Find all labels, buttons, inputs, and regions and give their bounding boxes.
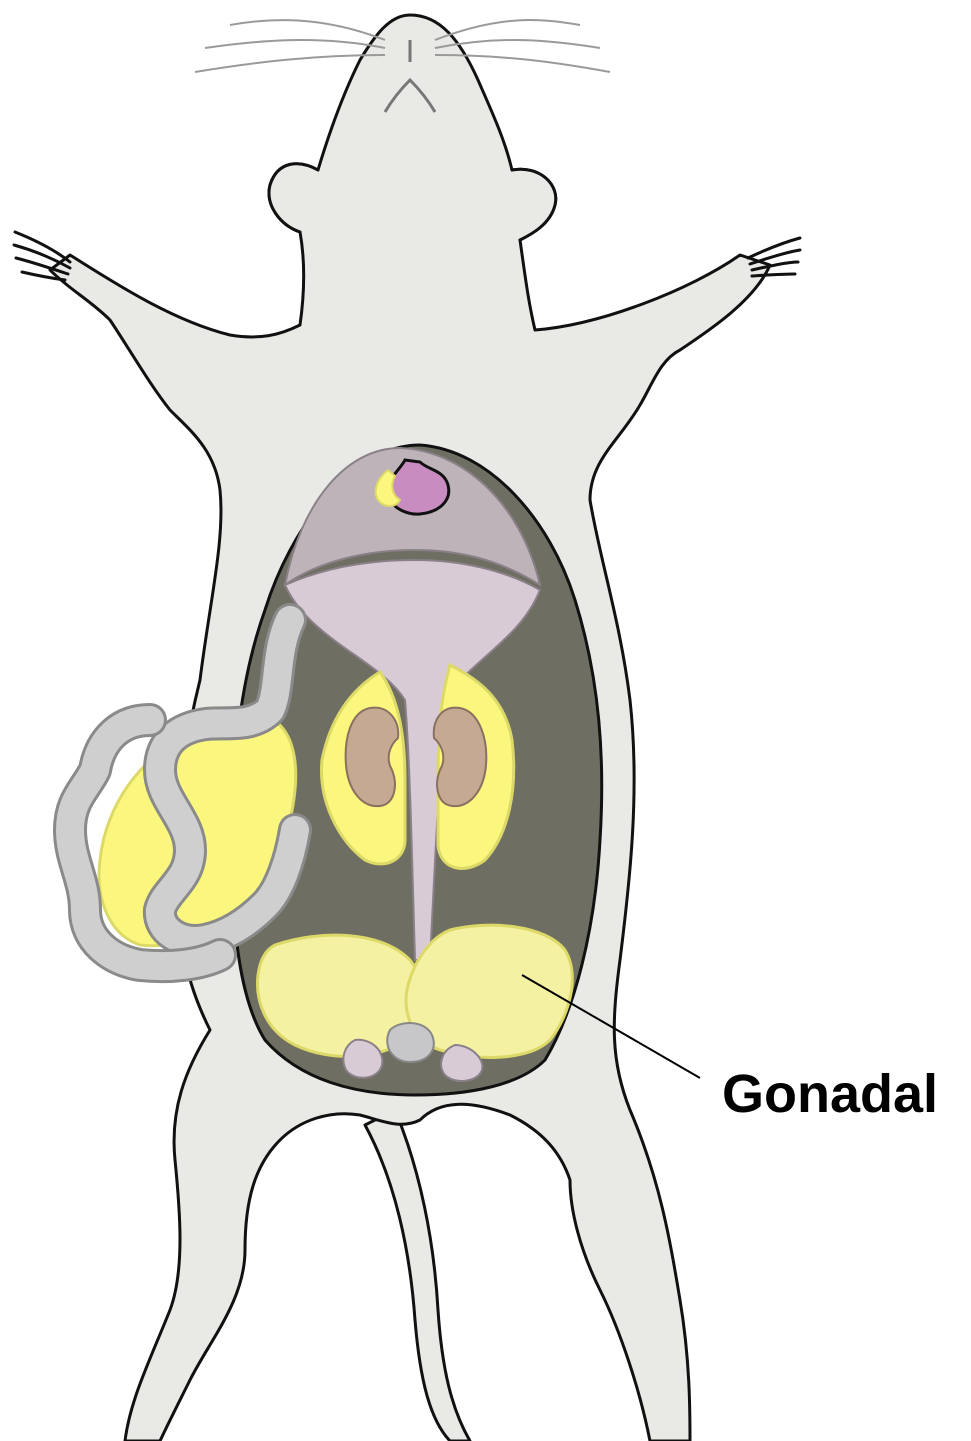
mouse-tail bbox=[365, 1110, 470, 1441]
bladder bbox=[387, 1023, 434, 1062]
gonadal-label: Gonadal bbox=[722, 1064, 938, 1124]
right-paw bbox=[748, 238, 800, 276]
left-paw bbox=[14, 232, 70, 280]
